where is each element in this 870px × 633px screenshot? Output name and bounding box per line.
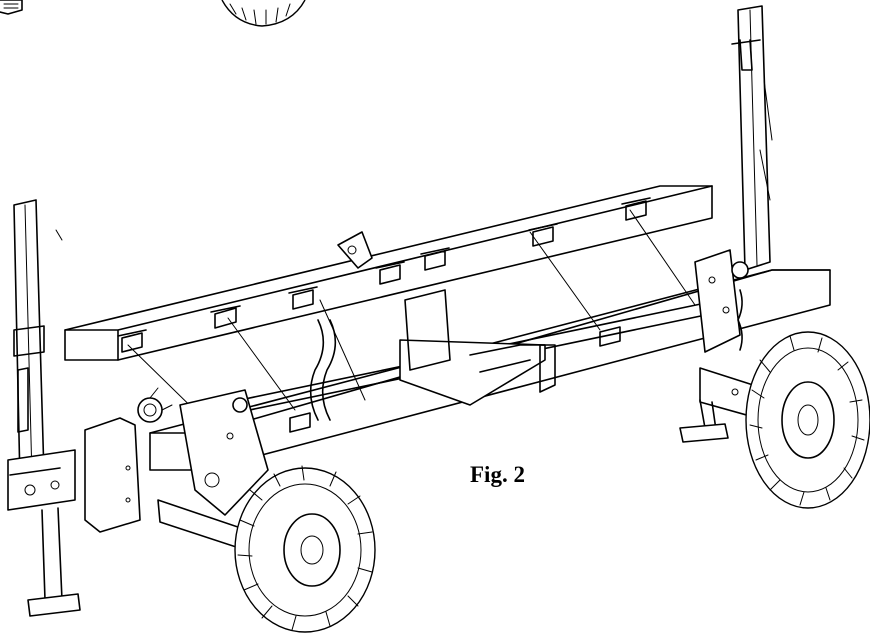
center-hitch-bracket (337, 231, 556, 406)
right-marker-arm (731, 5, 773, 271)
right-tire (745, 331, 870, 509)
drive-sprocket (137, 387, 173, 423)
rear-beam-clamps (117, 197, 651, 353)
left-tire (234, 465, 376, 633)
left-marker-arm (13, 199, 63, 483)
front-beam-clamps (289, 326, 621, 433)
right-stand-leg (679, 399, 729, 443)
diagonal-braces (127, 209, 696, 431)
top-left-fragment (0, 0, 23, 15)
figure-caption: Fig. 2 (470, 462, 525, 487)
left-hitch-assembly (7, 449, 76, 511)
top-tire-fragment (221, 0, 306, 27)
rear-toolbar-beam (64, 185, 713, 361)
hanger-strap (309, 319, 337, 421)
gearbox-cover (84, 417, 141, 533)
left-stand-leg (27, 507, 81, 617)
